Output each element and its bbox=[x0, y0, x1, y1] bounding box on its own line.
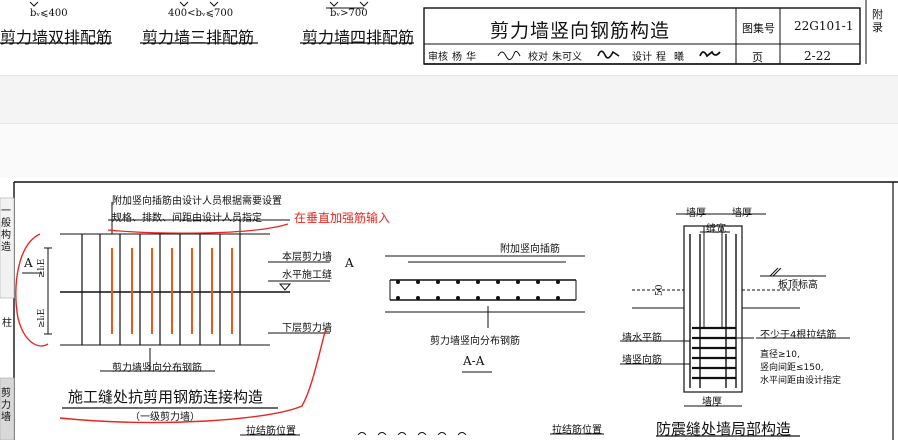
left-detail-subtitle: （一级剪力墙） bbox=[130, 412, 200, 423]
page-number: 2-22 bbox=[804, 49, 831, 63]
atlas-number: 22G101-1 bbox=[794, 19, 854, 33]
red-annotation: 在垂直加强筋输入 bbox=[294, 211, 391, 225]
label-wall-thickness-2: 墙厚 bbox=[732, 208, 752, 219]
note-ties-3: 竖向间距≤150, bbox=[760, 363, 824, 373]
label-distribution-bar-left: 剪力墙竖向分布钢筋 bbox=[112, 363, 202, 374]
caption-triple-layer: 剪力墙三排配筋 bbox=[142, 28, 255, 47]
sign-checker: 朱可义 bbox=[552, 52, 582, 63]
label-lower-wall: 下层剪力墙 bbox=[282, 323, 332, 334]
label-horizontal-bar: 墙水平筋 bbox=[622, 333, 662, 344]
note-ties-4: 水平间距由设计指定 bbox=[760, 376, 842, 386]
note-extra-bars: 附加竖向插筋由设计人员根据需要设置 bbox=[112, 196, 282, 207]
note-ties-1: 不少于4根拉结筋 bbox=[760, 330, 837, 341]
size-label-double: bᵥ⩽400 bbox=[30, 8, 68, 19]
side-tab-column[interactable]: 柱 bbox=[2, 318, 12, 329]
sign-review: 审核 bbox=[428, 52, 448, 63]
section-mark-right: A bbox=[345, 256, 354, 270]
page-gap-lower bbox=[0, 123, 898, 179]
left-detail-title: 施工缝处抗剪用钢筋连接构造 bbox=[68, 388, 264, 406]
caption-double-layer: 剪力墙双排配筋 bbox=[0, 28, 113, 47]
lap-length-upper: ≥lₗE bbox=[37, 258, 47, 278]
label-upper-wall: 本层剪力墙 bbox=[282, 252, 332, 263]
lower-page: 一般构造 柱 剪力墙 附加竖向插筋由设计人员根据需要设置 规格、排数、间距由设计… bbox=[0, 178, 898, 440]
side-tab-shear-wall[interactable]: 剪力墙 bbox=[1, 388, 11, 423]
left-wall-diagram bbox=[15, 202, 330, 424]
atlas-label: 图集号 bbox=[742, 22, 775, 35]
sheet-title: 剪力墙竖向钢筋构造 bbox=[490, 20, 671, 42]
label-distribution-bar-mid: 剪力墙竖向分布钢筋 bbox=[430, 336, 520, 347]
upper-page: bᵥ⩽400 400<bᵥ⩽700 bᵥ>700 剪力墙双排配筋 剪力墙三排配筋… bbox=[0, 0, 898, 75]
label-tie-position-1: 拉结筋位置 bbox=[246, 426, 296, 437]
lap-length-lower: ≥lₗE bbox=[37, 308, 47, 328]
appendix-tab: 附录 bbox=[872, 8, 883, 34]
section-mark-left: A bbox=[24, 256, 33, 270]
side-tab-general[interactable]: 一般构造 bbox=[1, 206, 11, 253]
size-label-triple: 400<bᵥ⩽700 bbox=[168, 8, 234, 19]
upper-drawing bbox=[0, 0, 867, 65]
label-tie-position-2: 拉结筋位置 bbox=[552, 425, 602, 436]
caption-quad-layer: 剪力墙四排配筋 bbox=[302, 28, 415, 47]
label-wall-thickness-3: 墙厚 bbox=[702, 397, 722, 408]
page-gap bbox=[0, 75, 898, 124]
sign-reviewer-2: 华 bbox=[466, 52, 476, 63]
sign-check: 校对 bbox=[528, 52, 548, 63]
label-slab-level: 板顶标高 bbox=[778, 280, 818, 291]
label-extra-bar: 附加竖向插筋 bbox=[500, 244, 560, 255]
label-gap-width: 缝宽 bbox=[706, 224, 726, 235]
note-spec: 规格、排数、间距由设计人员指定 bbox=[112, 213, 262, 224]
label-vertical-bar: 墙竖向筋 bbox=[622, 355, 662, 366]
middle-section-diagram bbox=[385, 255, 585, 373]
label-construction-joint: 水平施工缝 bbox=[282, 270, 332, 281]
size-label-quad: bᵥ>700 bbox=[330, 8, 368, 19]
lower-drawing bbox=[0, 181, 898, 440]
right-detail-title: 防震缝处墙局部构造 bbox=[656, 420, 792, 438]
right-joint-diagram bbox=[620, 213, 850, 437]
dim-50: 50 bbox=[655, 284, 665, 296]
sign-designer-1: 程 bbox=[656, 52, 666, 63]
section-aa: A-A bbox=[463, 354, 485, 368]
label-wall-thickness-1: 墙厚 bbox=[686, 208, 706, 219]
page-label: 页 bbox=[752, 51, 763, 64]
sign-design: 设计 bbox=[632, 52, 652, 63]
sign-reviewer-1: 杨 bbox=[452, 52, 462, 63]
note-ties-2: 直径≥10, bbox=[760, 350, 800, 360]
sign-designer-2: 曦 bbox=[674, 52, 684, 63]
